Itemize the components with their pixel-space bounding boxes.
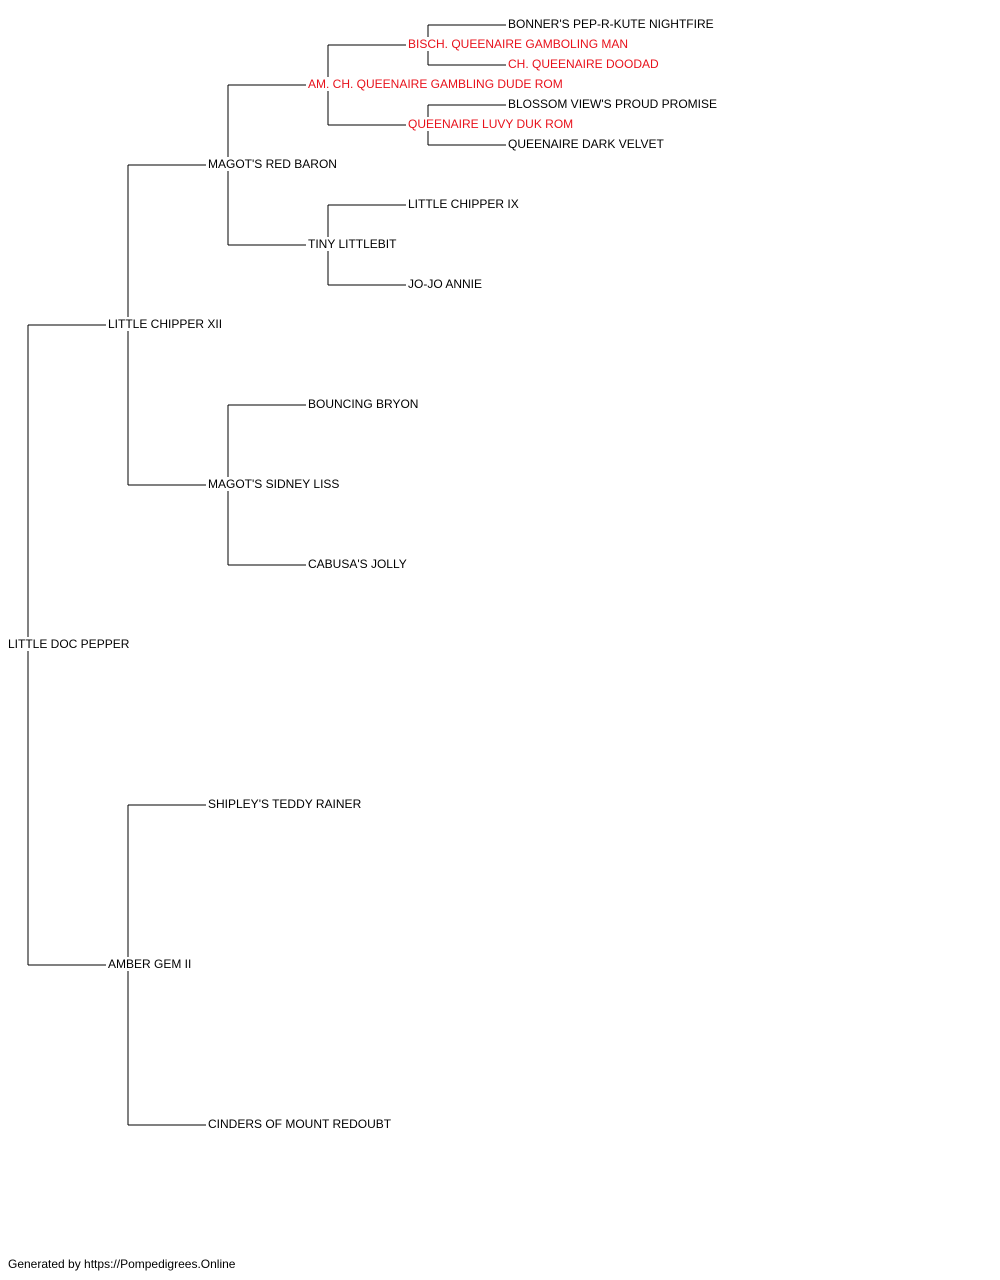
- pedigree-node-bisch-queenaire-gamboling-man: BISCH. QUEENAIRE GAMBOLING MAN: [408, 37, 631, 51]
- pedigree-node-little-chipper-ix: LITTLE CHIPPER IX: [408, 197, 521, 211]
- pedigree-node-amber-gem-ii: AMBER GEM II: [108, 957, 194, 971]
- pedigree-node-magot-s-red-baron: MAGOT'S RED BARON: [208, 157, 339, 171]
- pedigree-node-blossom-view-s-proud-promise: BLOSSOM VIEW'S PROUD PROMISE: [508, 97, 719, 111]
- pedigree-node-am-ch-queenaire-gambling-dude-rom: AM. CH. QUEENAIRE GAMBLING DUDE ROM: [308, 77, 565, 91]
- pedigree-node-ch-queenaire-doodad: CH. QUEENAIRE DOODAD: [508, 57, 661, 71]
- pedigree-node-cinders-of-mount-redoubt: CINDERS OF MOUNT REDOUBT: [208, 1117, 394, 1131]
- pedigree-node-queenaire-dark-velvet: QUEENAIRE DARK VELVET: [508, 137, 666, 151]
- pedigree-node-cabusa-s-jolly: CABUSA'S JOLLY: [308, 557, 409, 571]
- pedigree-node-magot-s-sidney-liss: MAGOT'S SIDNEY LISS: [208, 477, 342, 491]
- pedigree-node-jo-jo-annie: JO-JO ANNIE: [408, 277, 485, 291]
- pedigree-node-shipley-s-teddy-rainer: SHIPLEY'S TEDDY RAINER: [208, 797, 364, 811]
- pedigree-node-tiny-littlebit: TINY LITTLEBIT: [308, 237, 399, 251]
- pedigree-node-little-chipper-xii: LITTLE CHIPPER XII: [108, 317, 225, 331]
- footer-credit: Generated by https://Pompedigrees.Online: [8, 1257, 236, 1271]
- pedigree-node-bonner-s-pep-r-kute-nightfire: BONNER'S PEP-R-KUTE NIGHTFIRE: [508, 17, 716, 31]
- pedigree-node-little-doc-pepper: LITTLE DOC PEPPER: [8, 637, 132, 651]
- pedigree-node-bouncing-bryon: BOUNCING BRYON: [308, 397, 421, 411]
- pedigree-node-queenaire-luvy-duk-rom: QUEENAIRE LUVY DUK ROM: [408, 117, 576, 131]
